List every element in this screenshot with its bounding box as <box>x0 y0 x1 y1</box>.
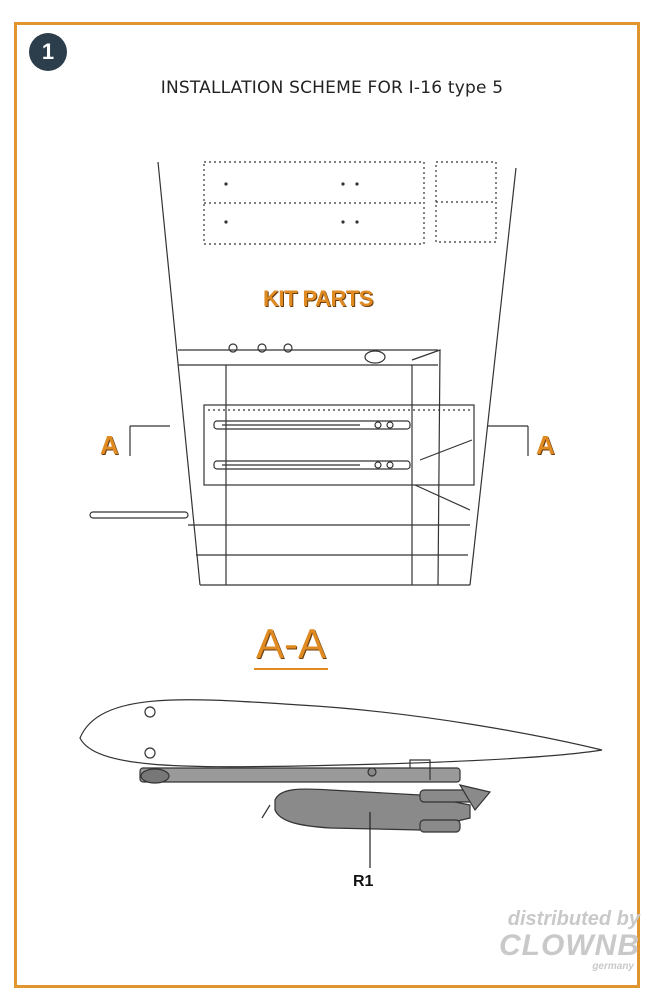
page-title: INSTALLATION SCHEME FOR I-16 type 5 <box>160 78 504 98</box>
watermark-line-1: distributed by <box>507 908 640 930</box>
kit-parts-label: KIT PARTS <box>263 286 373 311</box>
section-view-title: A-A <box>254 620 329 670</box>
distributor-watermark: distributed by CLOWNB germany <box>480 908 640 972</box>
page-frame <box>14 22 640 988</box>
part-r1-label: R1 <box>353 873 374 890</box>
section-marker-left: A <box>100 430 119 460</box>
watermark-logo: CLOWNB <box>499 929 640 962</box>
watermark-line-3: germany <box>592 961 634 972</box>
step-number-badge: 1 <box>29 33 67 71</box>
section-marker-right: A <box>536 430 555 460</box>
